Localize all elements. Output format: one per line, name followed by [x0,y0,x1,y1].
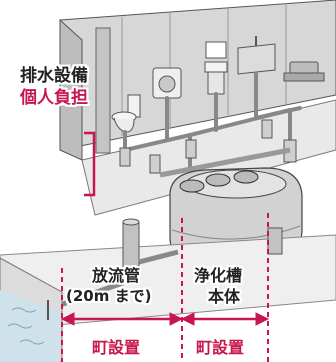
discharge-length-label: (20m まで) [66,287,152,305]
kitchen-sink [237,36,276,75]
drain-ditch [0,257,63,362]
ground-slab [0,234,336,331]
town-installed-label-left: 町設置 [92,338,141,357]
drainage-label: 排水設備 [20,66,88,86]
outflow-riser [267,227,283,255]
trench-pipe [159,147,291,178]
town-installed-label-right: 町設置 [196,338,245,357]
water-heater [283,61,325,82]
responsibility-bracket [84,131,96,197]
wash-basin [204,41,228,95]
discharge-pipe [59,218,179,308]
dashed-boundaries [61,213,269,362]
discharge-pipe-label: 放流管 [92,266,141,285]
washing-machine [152,67,182,99]
personal-cost-label: 個人負担 [20,88,88,108]
range-arrows [60,312,270,326]
tank-label: 浄化槽 [194,266,243,285]
toilet [111,94,141,133]
tank-body-label: 本体 [208,287,241,306]
